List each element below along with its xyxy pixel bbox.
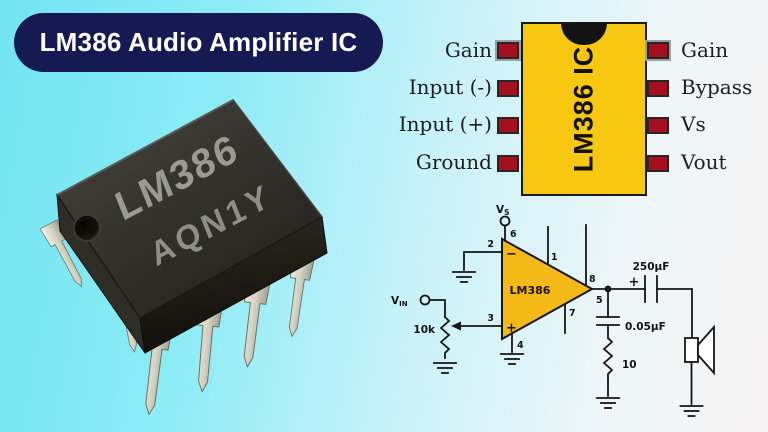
output-cap-plus: + bbox=[629, 275, 640, 290]
zobel-cap-plates bbox=[596, 316, 620, 326]
pinout-ic-body: LM386 IC bbox=[521, 22, 647, 196]
pin7-number: 7 bbox=[569, 308, 576, 319]
pin-label-gain-right: Gain bbox=[681, 38, 729, 62]
pin5-number: 5 bbox=[596, 295, 603, 306]
ic-pin-2 bbox=[497, 80, 519, 97]
vin-wire bbox=[428, 299, 446, 318]
pin6-number: 6 bbox=[510, 229, 517, 240]
pin-label-vout: Vout bbox=[681, 150, 727, 174]
amp-plus-sign: + bbox=[506, 321, 517, 336]
amp-minus-sign: − bbox=[506, 247, 517, 262]
pot-ground bbox=[433, 362, 457, 374]
pin8-number: 8 bbox=[589, 274, 596, 285]
ic-pin-6 bbox=[647, 117, 669, 134]
vin-terminal bbox=[419, 294, 431, 306]
pin-label-vs: Vs bbox=[681, 112, 706, 136]
chip-photo: LM386 AQN1Y bbox=[39, 99, 328, 417]
pin4-ground bbox=[500, 353, 524, 365]
zobel-ground bbox=[596, 397, 620, 409]
chip-pin1-dimple bbox=[73, 214, 101, 242]
pin-label-input-minus: Input (-) bbox=[408, 75, 492, 99]
ic-pin-1 bbox=[497, 42, 519, 59]
pin-label-gain-left: Gain bbox=[444, 38, 492, 62]
vs-terminal bbox=[499, 215, 511, 227]
pin4-number: 4 bbox=[517, 340, 524, 351]
pin-label-ground: Ground bbox=[415, 150, 492, 174]
amp-triangle bbox=[501, 237, 595, 341]
pinout-ic-label: LM386 IC bbox=[568, 45, 599, 173]
ic-pin-8 bbox=[647, 42, 669, 59]
ic-pin-5 bbox=[647, 155, 669, 172]
chip-bevel-highlight bbox=[232, 99, 323, 218]
circuit-schematic: VS 6 2 1 8 7 4 VIN 10k 3 LM386 − + bbox=[391, 204, 715, 417]
ic-pin-7 bbox=[647, 80, 669, 97]
page-title: LM386 Audio Amplifier IC bbox=[39, 27, 358, 57]
zobel-resistor bbox=[602, 336, 614, 379]
title-banner: LM386 Audio Amplifier IC bbox=[14, 13, 383, 72]
pin-label-input-plus: Input (+) bbox=[398, 112, 492, 136]
speaker-feed-wire bbox=[656, 288, 693, 339]
zobel-cap-value: 0.05µF bbox=[625, 321, 666, 333]
speaker-ground bbox=[679, 405, 704, 417]
ic-pin-4 bbox=[497, 155, 519, 172]
pin-label-bypass: Bypass bbox=[681, 75, 753, 99]
output-cap-plates bbox=[644, 275, 658, 303]
vin-label: VIN bbox=[391, 295, 408, 308]
zobel-res-value: 10 bbox=[622, 359, 637, 371]
wiper-arrow bbox=[451, 321, 461, 331]
pin3-number: 3 bbox=[487, 313, 494, 324]
ic-pin-3 bbox=[497, 117, 519, 134]
pin2-number: 2 bbox=[487, 239, 494, 250]
speaker-magnet bbox=[684, 337, 699, 363]
pin2-wire bbox=[463, 251, 503, 271]
speaker-cone bbox=[697, 324, 715, 376]
pot-value: 10k bbox=[413, 324, 436, 336]
pin2-ground bbox=[452, 271, 476, 283]
amp-name: LM386 bbox=[510, 284, 551, 297]
pin1-number: 1 bbox=[551, 252, 558, 263]
pot-resistor bbox=[439, 315, 451, 359]
vs-label: VS bbox=[496, 204, 510, 217]
chip-top-face bbox=[55, 99, 324, 319]
pinout-notch bbox=[561, 23, 607, 45]
chip-bevel-highlight bbox=[56, 99, 234, 196]
output-cap-value: 250µF bbox=[633, 261, 670, 273]
